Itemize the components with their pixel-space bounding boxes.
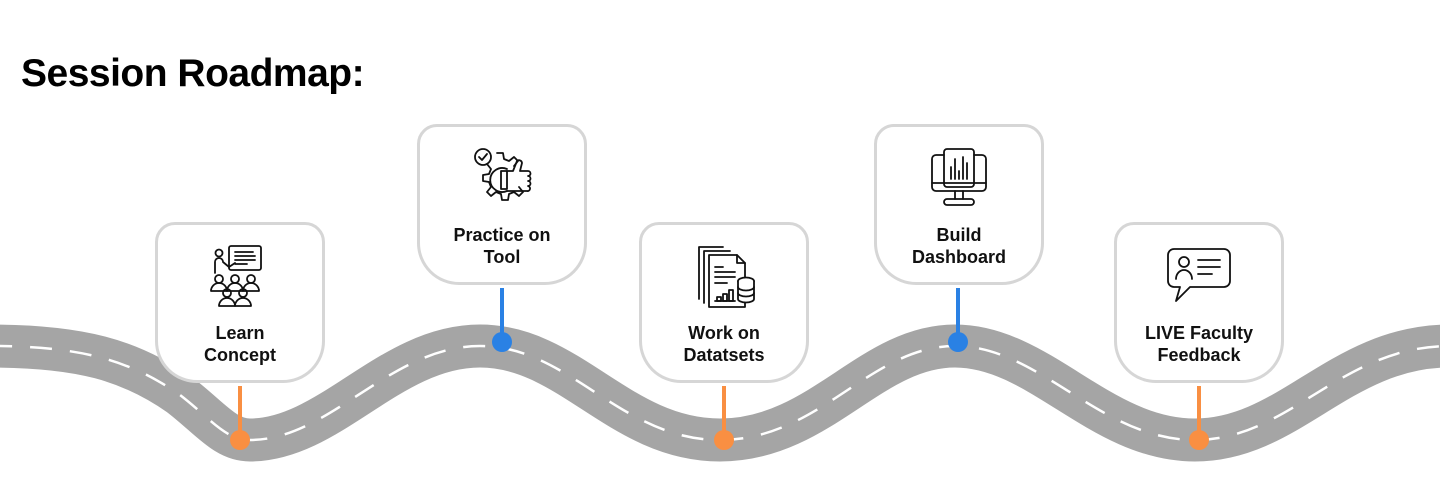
step-card-build-dashboard: Build Dashboard [874, 124, 1044, 285]
step-label-line-1: Work on [688, 323, 760, 343]
step-card-live-faculty-feedback: LIVE Faculty Feedback [1114, 222, 1284, 383]
chat-user-icon [1167, 248, 1231, 302]
step-label-line-1: LIVE Faculty [1144, 323, 1254, 343]
step-label-line-2: Concept [204, 345, 276, 365]
step-3-connector [722, 386, 726, 440]
page-title: Session Roadmap: [21, 52, 365, 95]
step-1-marker-dot [230, 430, 250, 450]
step-4-marker-dot [948, 332, 968, 352]
step-label-line-2: Dashboard [911, 247, 1007, 267]
step-label: Build Dashboard [877, 224, 1041, 268]
step-1-connector [238, 386, 242, 440]
step-5-marker-dot [1189, 430, 1209, 450]
step-card-learn-concept: Learn Concept [155, 222, 325, 383]
step-label: Learn Concept [158, 322, 322, 366]
step-label-line-2: Datatsets [683, 345, 765, 365]
step-label-line-2: Feedback [1157, 345, 1241, 365]
step-2-connector [500, 288, 504, 342]
step-card-practice-on-tool: Practice on Tool [417, 124, 587, 285]
step-label-line-2: Tool [483, 247, 521, 267]
step-label: Work on Datatsets [642, 322, 806, 366]
documents-database-icon [698, 246, 755, 308]
monitor-chart-icon [931, 148, 987, 206]
step-card-work-on-datasets: Work on Datatsets [639, 222, 809, 383]
step-label-line-1: Learn [215, 323, 265, 343]
step-label-line-1: Build [936, 225, 982, 245]
step-4-connector [956, 288, 960, 342]
step-label-line-1: Practice on [453, 225, 551, 245]
gear-thumbs-up-icon [474, 148, 532, 201]
step-2-marker-dot [492, 332, 512, 352]
step-5-connector [1197, 386, 1201, 440]
step-label: LIVE Faculty Feedback [1117, 322, 1281, 366]
step-3-marker-dot [714, 430, 734, 450]
step-label: Practice on Tool [420, 224, 584, 268]
presentation-classroom-icon [210, 245, 262, 307]
